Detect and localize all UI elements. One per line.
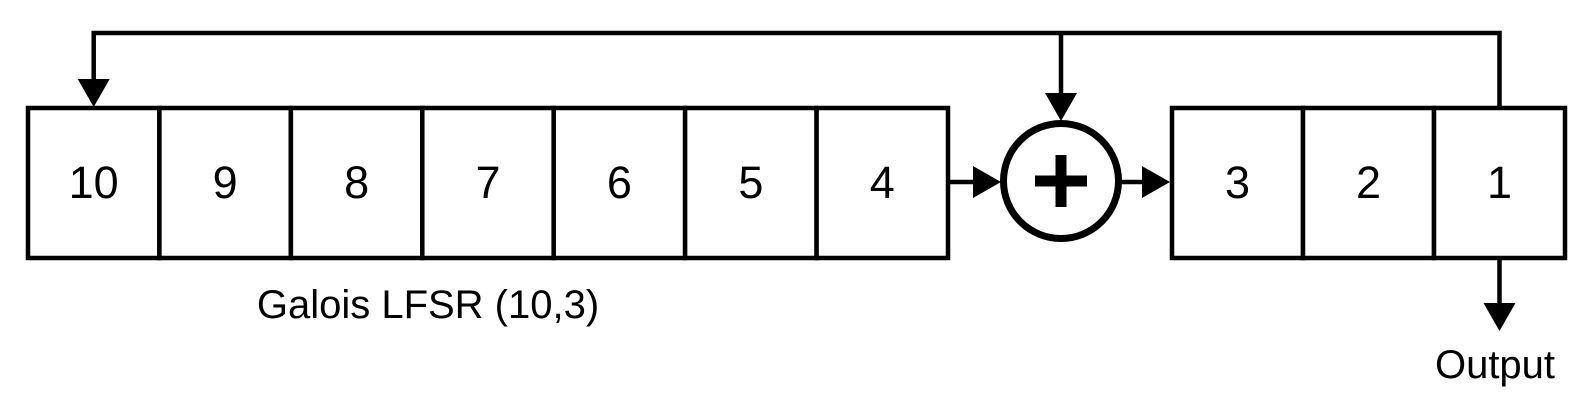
- cell-3-label: 3: [1225, 157, 1250, 208]
- left-register-group: 10 9 8 7 6 5 4: [25, 105, 951, 261]
- register-cell-3: [1169, 105, 1306, 261]
- feedback-arrowhead-icon: [77, 79, 110, 107]
- diagram-title: Galois LFSR (10,3): [257, 283, 599, 327]
- right-register-group: 3 2 1: [1169, 105, 1568, 261]
- cell-8-label: 8: [344, 157, 369, 208]
- xor-top-arrowhead-icon: [1045, 93, 1077, 121]
- cell-2-label: 2: [1356, 157, 1381, 208]
- cell-4-label: 4: [870, 157, 895, 208]
- cell-9-label: 9: [213, 157, 238, 208]
- xor-to-cell3-arrowhead-icon: [1142, 166, 1170, 198]
- output-label: Output: [1435, 343, 1555, 387]
- cell-1-label: 1: [1487, 157, 1512, 208]
- xor-plus-icon: [1035, 155, 1087, 207]
- cell-5-label: 5: [738, 157, 763, 208]
- cell-7-label: 7: [475, 157, 500, 208]
- feedback-line: [91, 30, 1502, 108]
- register-cell-8: [288, 105, 425, 261]
- register-cell-2: [1300, 105, 1437, 261]
- cell4-to-xor-arrowhead-icon: [973, 166, 1001, 198]
- cell-6-label: 6: [607, 157, 632, 208]
- cell-10-label: 10: [69, 157, 119, 208]
- register-cell-1: [1431, 105, 1568, 261]
- register-cell-9: [157, 105, 294, 261]
- output-arrowhead-icon: [1483, 303, 1516, 331]
